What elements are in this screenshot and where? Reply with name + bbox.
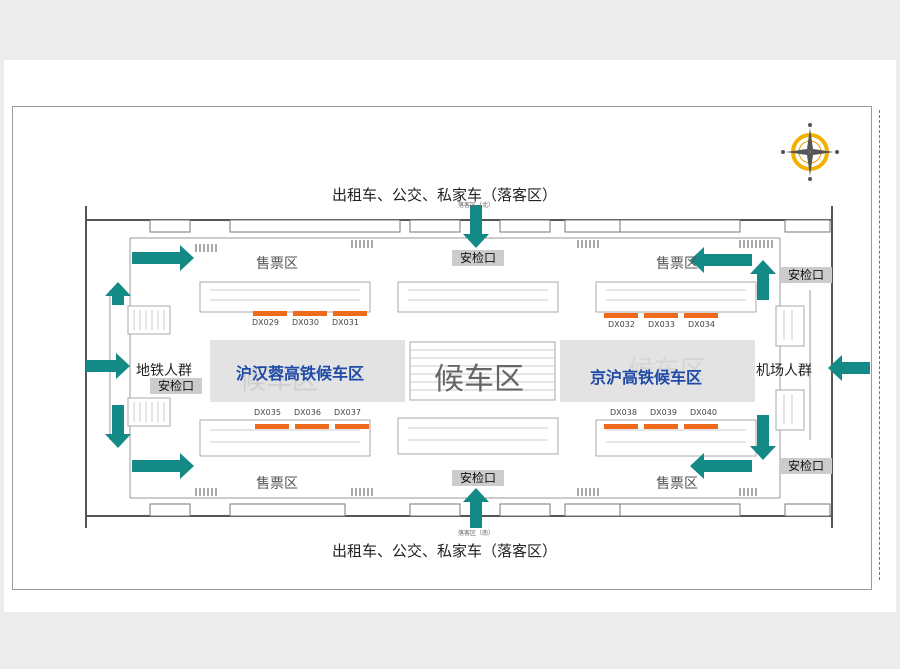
arrow-icon [105, 282, 131, 305]
gate-ticks [195, 240, 773, 496]
bottom-drop-off-label: 出租车、公交、私家车（落客区） [332, 542, 558, 560]
counter-bar [644, 313, 678, 318]
counter-code: DX029 [252, 318, 279, 327]
counter-code: DX035 [254, 408, 281, 417]
flow-arrows [86, 205, 870, 528]
security-west: 安检口 [150, 378, 202, 394]
waiting-bands [210, 340, 755, 402]
counter-bar [335, 424, 369, 429]
metro-crowd-label: 地铁人群 [136, 363, 192, 379]
security-top: 安检口 [452, 250, 504, 266]
counter-bar [293, 311, 327, 316]
counter-bar [295, 424, 329, 429]
arrow-icon [463, 205, 489, 248]
bottom-gate-small-label: 落客区（南） [458, 530, 495, 537]
arrow-icon [132, 245, 194, 271]
arrow-icon [463, 488, 489, 528]
arrow-icon [750, 415, 776, 460]
seat-hatching [133, 289, 793, 443]
ticket-area-ne: 售票区 [656, 256, 698, 272]
security-northeast: 安检口 [780, 267, 832, 283]
ticket-area-se: 售票区 [656, 476, 698, 492]
counter-code: DX040 [690, 408, 717, 417]
counter-bar [255, 424, 289, 429]
arrow-icon [828, 355, 870, 381]
waiting-east-faint: 候车区 [628, 356, 707, 386]
waiting-main-label: 候车区 [434, 362, 524, 397]
counter-code: DX031 [332, 318, 359, 327]
counter-bar [253, 311, 287, 316]
waiting-west-faint: 候车区 [240, 366, 319, 396]
counter-bar [684, 424, 718, 429]
counter-code: DX037 [334, 408, 361, 417]
arrow-icon [105, 405, 131, 448]
ticket-area-sw: 售票区 [256, 476, 298, 492]
counter-bar [333, 311, 367, 316]
arrow-icon [750, 260, 776, 300]
arrow-icon [86, 353, 130, 379]
counter-code: DX038 [610, 408, 637, 417]
map-frame [12, 106, 872, 590]
airport-crowd-label: 机场人群 [756, 363, 812, 379]
counter-bar [604, 424, 638, 429]
counter-bar [684, 313, 718, 318]
security-southeast: 安检口 [780, 458, 832, 474]
waiting-east-label: 京沪高铁候车区 [590, 368, 703, 387]
ticket-area-nw: 售票区 [256, 256, 298, 272]
counter-code: DX036 [294, 408, 321, 417]
counter-bar [604, 313, 638, 318]
map-boundary-dashed [879, 110, 880, 580]
waiting-west-label: 沪汉蓉高铁候车区 [236, 364, 365, 383]
top-gate-small-label: 落客区（北） [458, 202, 495, 209]
counter-code: DX030 [292, 318, 319, 327]
arrow-icon [690, 247, 752, 273]
arrow-icon [690, 453, 752, 479]
top-drop-off-label: 出租车、公交、私家车（落客区） [332, 186, 558, 204]
counter-code: DX034 [688, 320, 715, 329]
map-sheet [4, 60, 896, 612]
counter-code: DX033 [648, 320, 675, 329]
counter-bar [644, 424, 678, 429]
facade-bars [149, 219, 831, 517]
counter-code: DX032 [608, 320, 635, 329]
security-bottom: 安检口 [452, 470, 504, 486]
arrow-icon [132, 453, 194, 479]
counter-code: DX039 [650, 408, 677, 417]
ticket-counter-bars [253, 311, 718, 429]
compass-icon [781, 123, 839, 181]
